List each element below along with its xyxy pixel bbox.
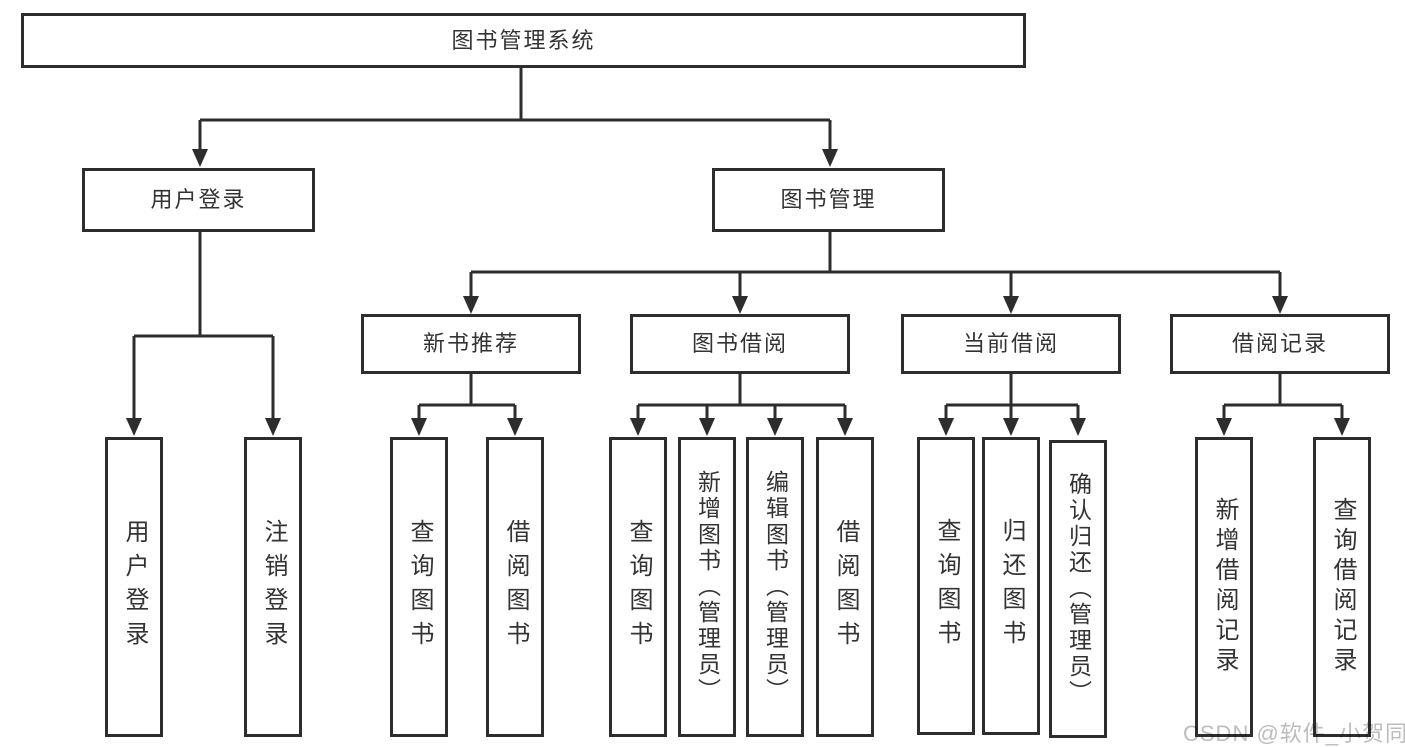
node-label: 用户登录 — [121, 519, 148, 655]
leaf-add-borrow-record: 新增借阅记录 — [1195, 437, 1253, 737]
arrowheads — [126, 149, 1350, 436]
leaf-query-borrow-record: 查询借阅记录 — [1313, 437, 1371, 737]
leaf-confirm-return-admin: 确认归还（管理员） — [1049, 440, 1107, 738]
node-borrow-records: 借阅记录 — [1170, 314, 1390, 374]
node-label: 查询图书 — [406, 519, 433, 655]
leaf-query-books-recommend: 查询图书 — [390, 437, 448, 737]
node-label: 图书管理系统 — [451, 27, 596, 53]
node-label: 确认归还（管理员） — [1065, 472, 1092, 706]
node-label: 新书推荐 — [422, 331, 519, 356]
leaf-borrow-books: 借阅图书 — [816, 437, 874, 737]
connector-stems — [132, 68, 1344, 420]
leaf-return-books: 归还图书 — [982, 437, 1040, 735]
node-book-borrow: 图书借阅 — [630, 314, 850, 374]
node-label: 注销登录 — [260, 519, 287, 655]
node-label: 借阅记录 — [1231, 331, 1328, 356]
node-library-management-system: 图书管理系统 — [21, 13, 1026, 68]
node-label: 查询图书 — [933, 518, 960, 654]
node-label: 查询借阅记录 — [1329, 497, 1356, 677]
leaf-add-book-admin: 新增图书（管理员） — [678, 437, 736, 737]
leaf-query-books-borrow: 查询图书 — [609, 437, 667, 737]
node-label: 编辑图书（管理员） — [762, 470, 789, 704]
node-label: 借阅图书 — [502, 519, 529, 655]
node-book-management: 图书管理 — [712, 168, 945, 232]
node-label: 查询图书 — [625, 519, 652, 655]
node-label: 新增借阅记录 — [1211, 497, 1238, 677]
node-label: 用户登录 — [150, 187, 247, 212]
leaf-user-login: 用户登录 — [105, 437, 163, 737]
leaf-logout: 注销登录 — [244, 437, 302, 737]
node-new-book-recommend: 新书推荐 — [361, 314, 581, 374]
leaf-query-books-current: 查询图书 — [917, 437, 975, 735]
node-label: 归还图书 — [998, 518, 1025, 654]
node-label: 图书管理 — [780, 187, 877, 212]
node-user-login: 用户登录 — [82, 168, 315, 232]
leaf-edit-book-admin: 编辑图书（管理员） — [746, 437, 804, 737]
node-label: 新增图书（管理员） — [694, 470, 721, 704]
node-label: 借阅图书 — [832, 519, 859, 655]
node-label: 图书借阅 — [691, 331, 788, 356]
node-label: 当前借阅 — [962, 331, 1059, 356]
csdn-watermark: CSDN @软件_小贺同学 — [1183, 721, 1405, 746]
node-current-borrow: 当前借阅 — [901, 314, 1121, 374]
leaf-borrow-books-recommend: 借阅图书 — [486, 437, 544, 737]
